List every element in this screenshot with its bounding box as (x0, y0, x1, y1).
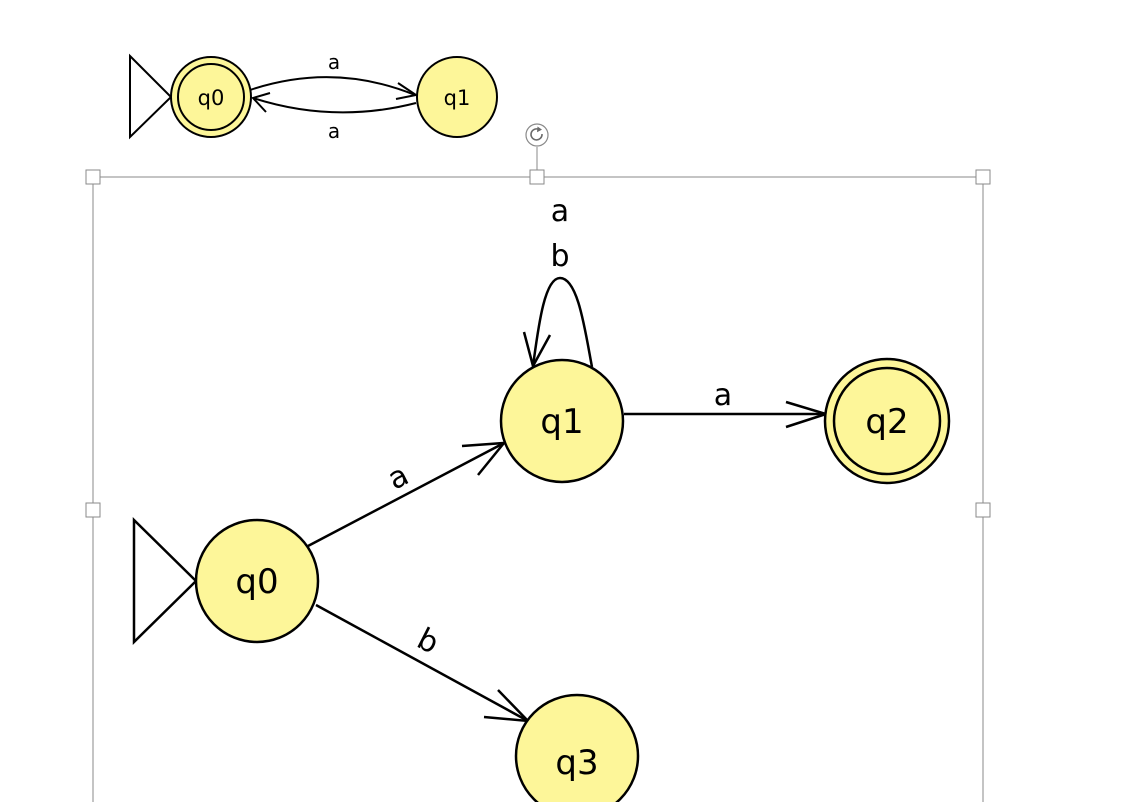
resize-handle-middle-right[interactable] (975, 502, 991, 518)
resize-handle-middle-left[interactable] (85, 502, 101, 518)
transition-q0-q1[interactable] (307, 441, 505, 548)
state-q3[interactable]: q3 (514, 693, 640, 802)
transition-label: a (551, 194, 569, 229)
transition-q1-q0[interactable] (252, 97, 417, 114)
selection-frame[interactable] (85, 123, 991, 802)
state-label: q1 (540, 402, 583, 442)
state-label: q1 (444, 86, 471, 110)
transition-q1-self-loop[interactable] (531, 276, 594, 368)
arrowhead-q0-q1 (461, 441, 507, 476)
transition-label: a (382, 458, 414, 498)
transition-label: b (550, 239, 569, 274)
transition-label: b (411, 622, 444, 662)
arrowhead-q1-q0 (251, 92, 271, 113)
state-label: q2 (865, 402, 908, 442)
transition-label: a (328, 119, 340, 143)
large-automaton[interactable]: a b a a b q0 q1 q2 (132, 194, 951, 802)
state-q0[interactable]: q0 (194, 518, 320, 644)
resize-handle-top-right[interactable] (975, 169, 991, 185)
resize-handle-top-center[interactable] (529, 169, 545, 185)
rotate-handle-icon[interactable] (525, 123, 549, 147)
state-label: q3 (555, 743, 598, 783)
resize-handle-top-left[interactable] (85, 169, 101, 185)
arrowhead-q0-q1 (395, 82, 419, 100)
state-q2[interactable]: q2 (823, 357, 951, 485)
state-q1[interactable]: q1 (416, 56, 498, 138)
small-automaton[interactable]: a a q0 q1 (129, 50, 498, 143)
initial-state-marker (129, 53, 173, 140)
state-label: q0 (198, 86, 225, 110)
initial-state-marker (132, 517, 198, 645)
state-q0[interactable]: q0 (170, 56, 252, 138)
transition-q0-q3[interactable] (315, 603, 529, 723)
transition-q0-q1[interactable] (249, 76, 416, 96)
transition-label: a (328, 50, 340, 74)
state-label: q0 (235, 562, 278, 602)
state-q1[interactable]: q1 (499, 358, 625, 484)
transition-label: a (714, 378, 732, 413)
